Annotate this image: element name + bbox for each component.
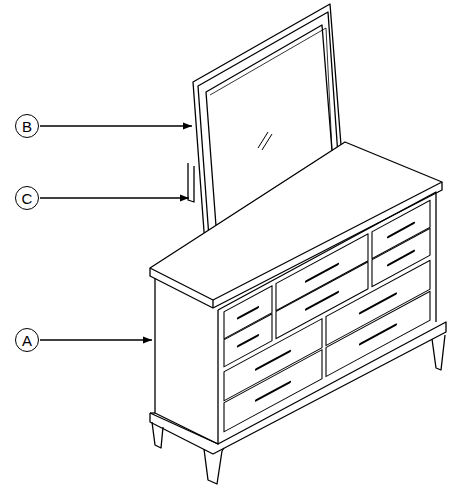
leader-line: [40, 125, 192, 126]
callout-circle: C: [15, 186, 39, 210]
glass-mark: [258, 132, 272, 150]
plinth: [150, 322, 446, 454]
dresser-top: [150, 142, 442, 300]
dresser-top-edge: [150, 182, 442, 308]
leg: [432, 335, 445, 370]
drawer-handle: [238, 223, 414, 410]
leg: [152, 422, 163, 448]
leader-line: [40, 197, 189, 198]
callout-letter: C: [22, 191, 33, 206]
front-frame: [218, 192, 436, 322]
callout-circle: B: [15, 114, 39, 138]
callout-circle: A: [15, 328, 39, 352]
callout-letter: A: [22, 333, 32, 348]
drawer-front: [224, 200, 430, 431]
callout-letter: B: [22, 119, 32, 134]
leader-line: [40, 339, 152, 340]
leg: [204, 449, 222, 484]
mirror-post: [188, 163, 194, 202]
